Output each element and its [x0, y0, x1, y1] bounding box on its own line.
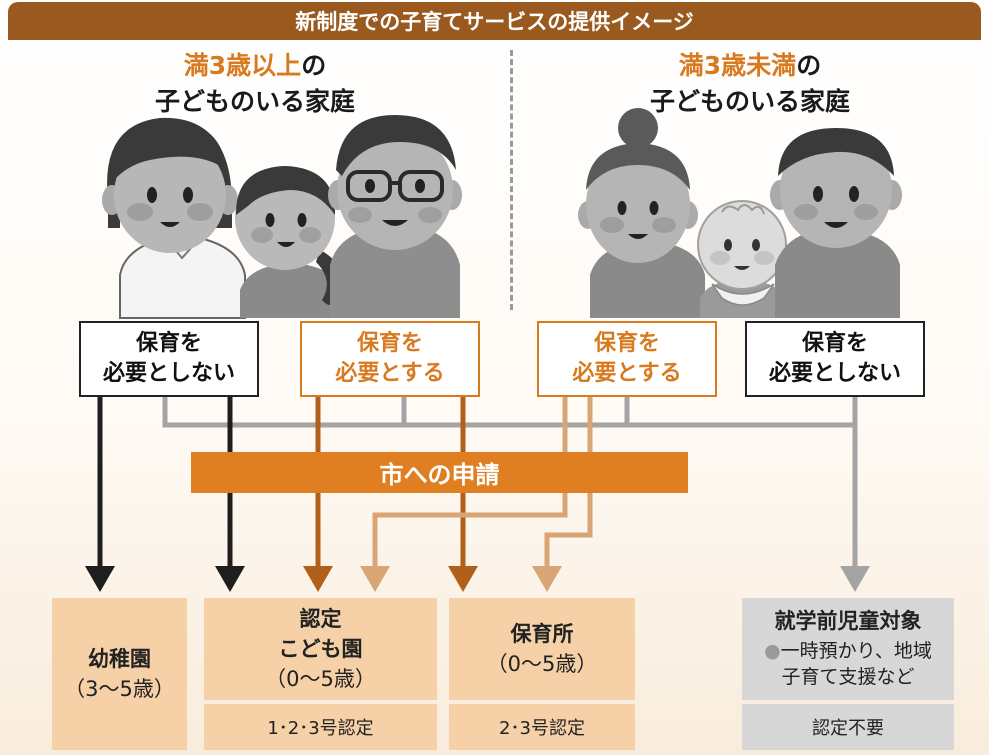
- facility-desc-line1: 一時預かり、地域: [780, 640, 932, 662]
- heading-line2-left: 子どものいる家庭: [154, 87, 355, 116]
- need-box-no-care-over-3: 保育を 必要としない: [79, 321, 259, 397]
- facility-preschool-support: 就学前児童対象 ●一時預かり、地域 子育て支援など: [742, 598, 954, 700]
- need-line1: 保育を: [135, 331, 202, 356]
- need-line2: 必要とする: [572, 361, 682, 386]
- facility-name: 就学前児童対象: [774, 609, 922, 633]
- mother-figure-right: [578, 108, 705, 318]
- facility-name: 幼稚園: [88, 647, 151, 671]
- certification-none: 認定不要: [742, 704, 954, 750]
- need-line1: 保育を: [801, 331, 868, 356]
- heading-line2-right: 子どものいる家庭: [649, 87, 850, 116]
- diagram-title: 新制度での子育てサービスの提供イメージ: [8, 2, 981, 40]
- facility-kodomoen: 認定 こども園 （0〜5歳）: [204, 598, 437, 700]
- facility-age: （3〜5歳）: [64, 677, 175, 701]
- age-label-over-3: 満3歳以上: [183, 51, 302, 80]
- light-arrowhead-2: [532, 566, 562, 592]
- need-line1: 保育を: [593, 331, 660, 356]
- facility-name-line2: こども園: [278, 637, 363, 661]
- need-line2: 必要とする: [335, 361, 445, 386]
- father-figure-left: [328, 115, 462, 318]
- facility-desc-line2: 子育て支援など: [781, 666, 915, 688]
- facility-name: 保育所: [510, 622, 574, 646]
- mother-figure-left: [102, 117, 246, 319]
- facility-age: （0〜5歳）: [486, 652, 598, 676]
- facility-age: （0〜5歳）: [265, 667, 376, 691]
- facility-kindergarten: 幼稚園 （3〜5歳）: [52, 598, 187, 750]
- city-application-bar: 市への申請: [191, 452, 688, 493]
- facility-nursery: 保育所 （0〜5歳）: [449, 598, 635, 700]
- family-divider: [510, 50, 513, 310]
- age-label-under-3: 満3歳未満: [678, 51, 797, 80]
- baby-figure-right: [697, 200, 787, 318]
- family-illustrations: [102, 108, 902, 319]
- facility-name-line1: 認定: [299, 607, 342, 631]
- light-arrowhead-1: [360, 566, 390, 592]
- certification-kodomoen: 1･2･3号認定: [204, 704, 437, 750]
- need-line2: 必要としない: [768, 361, 901, 386]
- father-figure-right: [770, 128, 902, 318]
- need-line2: 必要としない: [102, 361, 235, 386]
- gray-arrowhead: [840, 566, 870, 592]
- heading-suffix-left: の: [301, 51, 327, 80]
- daughter-figure-left: [235, 166, 342, 318]
- need-box-no-care-under-3: 保育を 必要としない: [745, 321, 925, 397]
- gray-connector-lines: [162, 395, 858, 570]
- need-line1: 保育を: [356, 331, 423, 356]
- family-heading-right: 満3歳未満の 子どものいる家庭: [600, 48, 900, 120]
- need-box-care-under-3: 保育を 必要とする: [537, 321, 717, 397]
- heading-suffix-right: の: [796, 51, 822, 80]
- need-box-care-over-3: 保育を 必要とする: [300, 321, 480, 397]
- bullet-dot-icon: ●: [764, 640, 781, 662]
- certification-nursery: 2･3号認定: [449, 704, 635, 750]
- family-heading-left: 満3歳以上の 子どものいる家庭: [110, 48, 400, 120]
